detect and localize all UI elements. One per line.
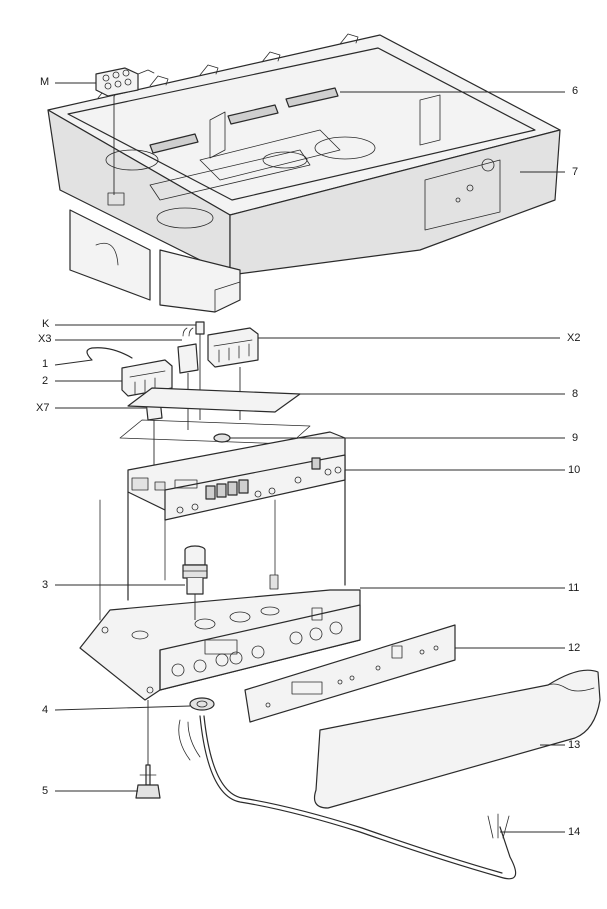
label-6: 6 — [572, 85, 579, 97]
grommet — [189, 697, 215, 711]
cable-gland — [182, 545, 208, 620]
terminal-block-m — [95, 67, 155, 195]
cover — [313, 669, 601, 809]
housing-frame — [47, 33, 561, 313]
label-13: 13 — [568, 739, 581, 751]
label-5: 5 — [42, 785, 49, 797]
label-x3: X3 — [38, 333, 52, 345]
label-8: 8 — [572, 388, 579, 400]
front-plate — [244, 624, 456, 723]
mounting-tray — [79, 499, 361, 701]
label-2: 2 — [42, 375, 49, 387]
power-cable — [178, 715, 517, 880]
label-14: 14 — [568, 826, 581, 838]
label-m: M — [40, 76, 50, 88]
label-3: 3 — [42, 579, 49, 591]
label-11: 11 — [568, 582, 580, 594]
label-9: 9 — [572, 432, 579, 444]
label-x2: X2 — [567, 332, 581, 344]
label-7: 7 — [572, 166, 579, 178]
label-12: 12 — [568, 642, 581, 654]
label-4: 4 — [42, 704, 49, 716]
label-x7: X7 — [36, 402, 50, 414]
connectors — [86, 321, 259, 470]
label-1: 1 — [42, 358, 49, 370]
leader-lines — [54, 82, 565, 833]
label-10: 10 — [568, 464, 581, 476]
control-board — [127, 431, 346, 601]
sensor-5 — [135, 700, 161, 799]
label-k: K — [42, 318, 50, 330]
